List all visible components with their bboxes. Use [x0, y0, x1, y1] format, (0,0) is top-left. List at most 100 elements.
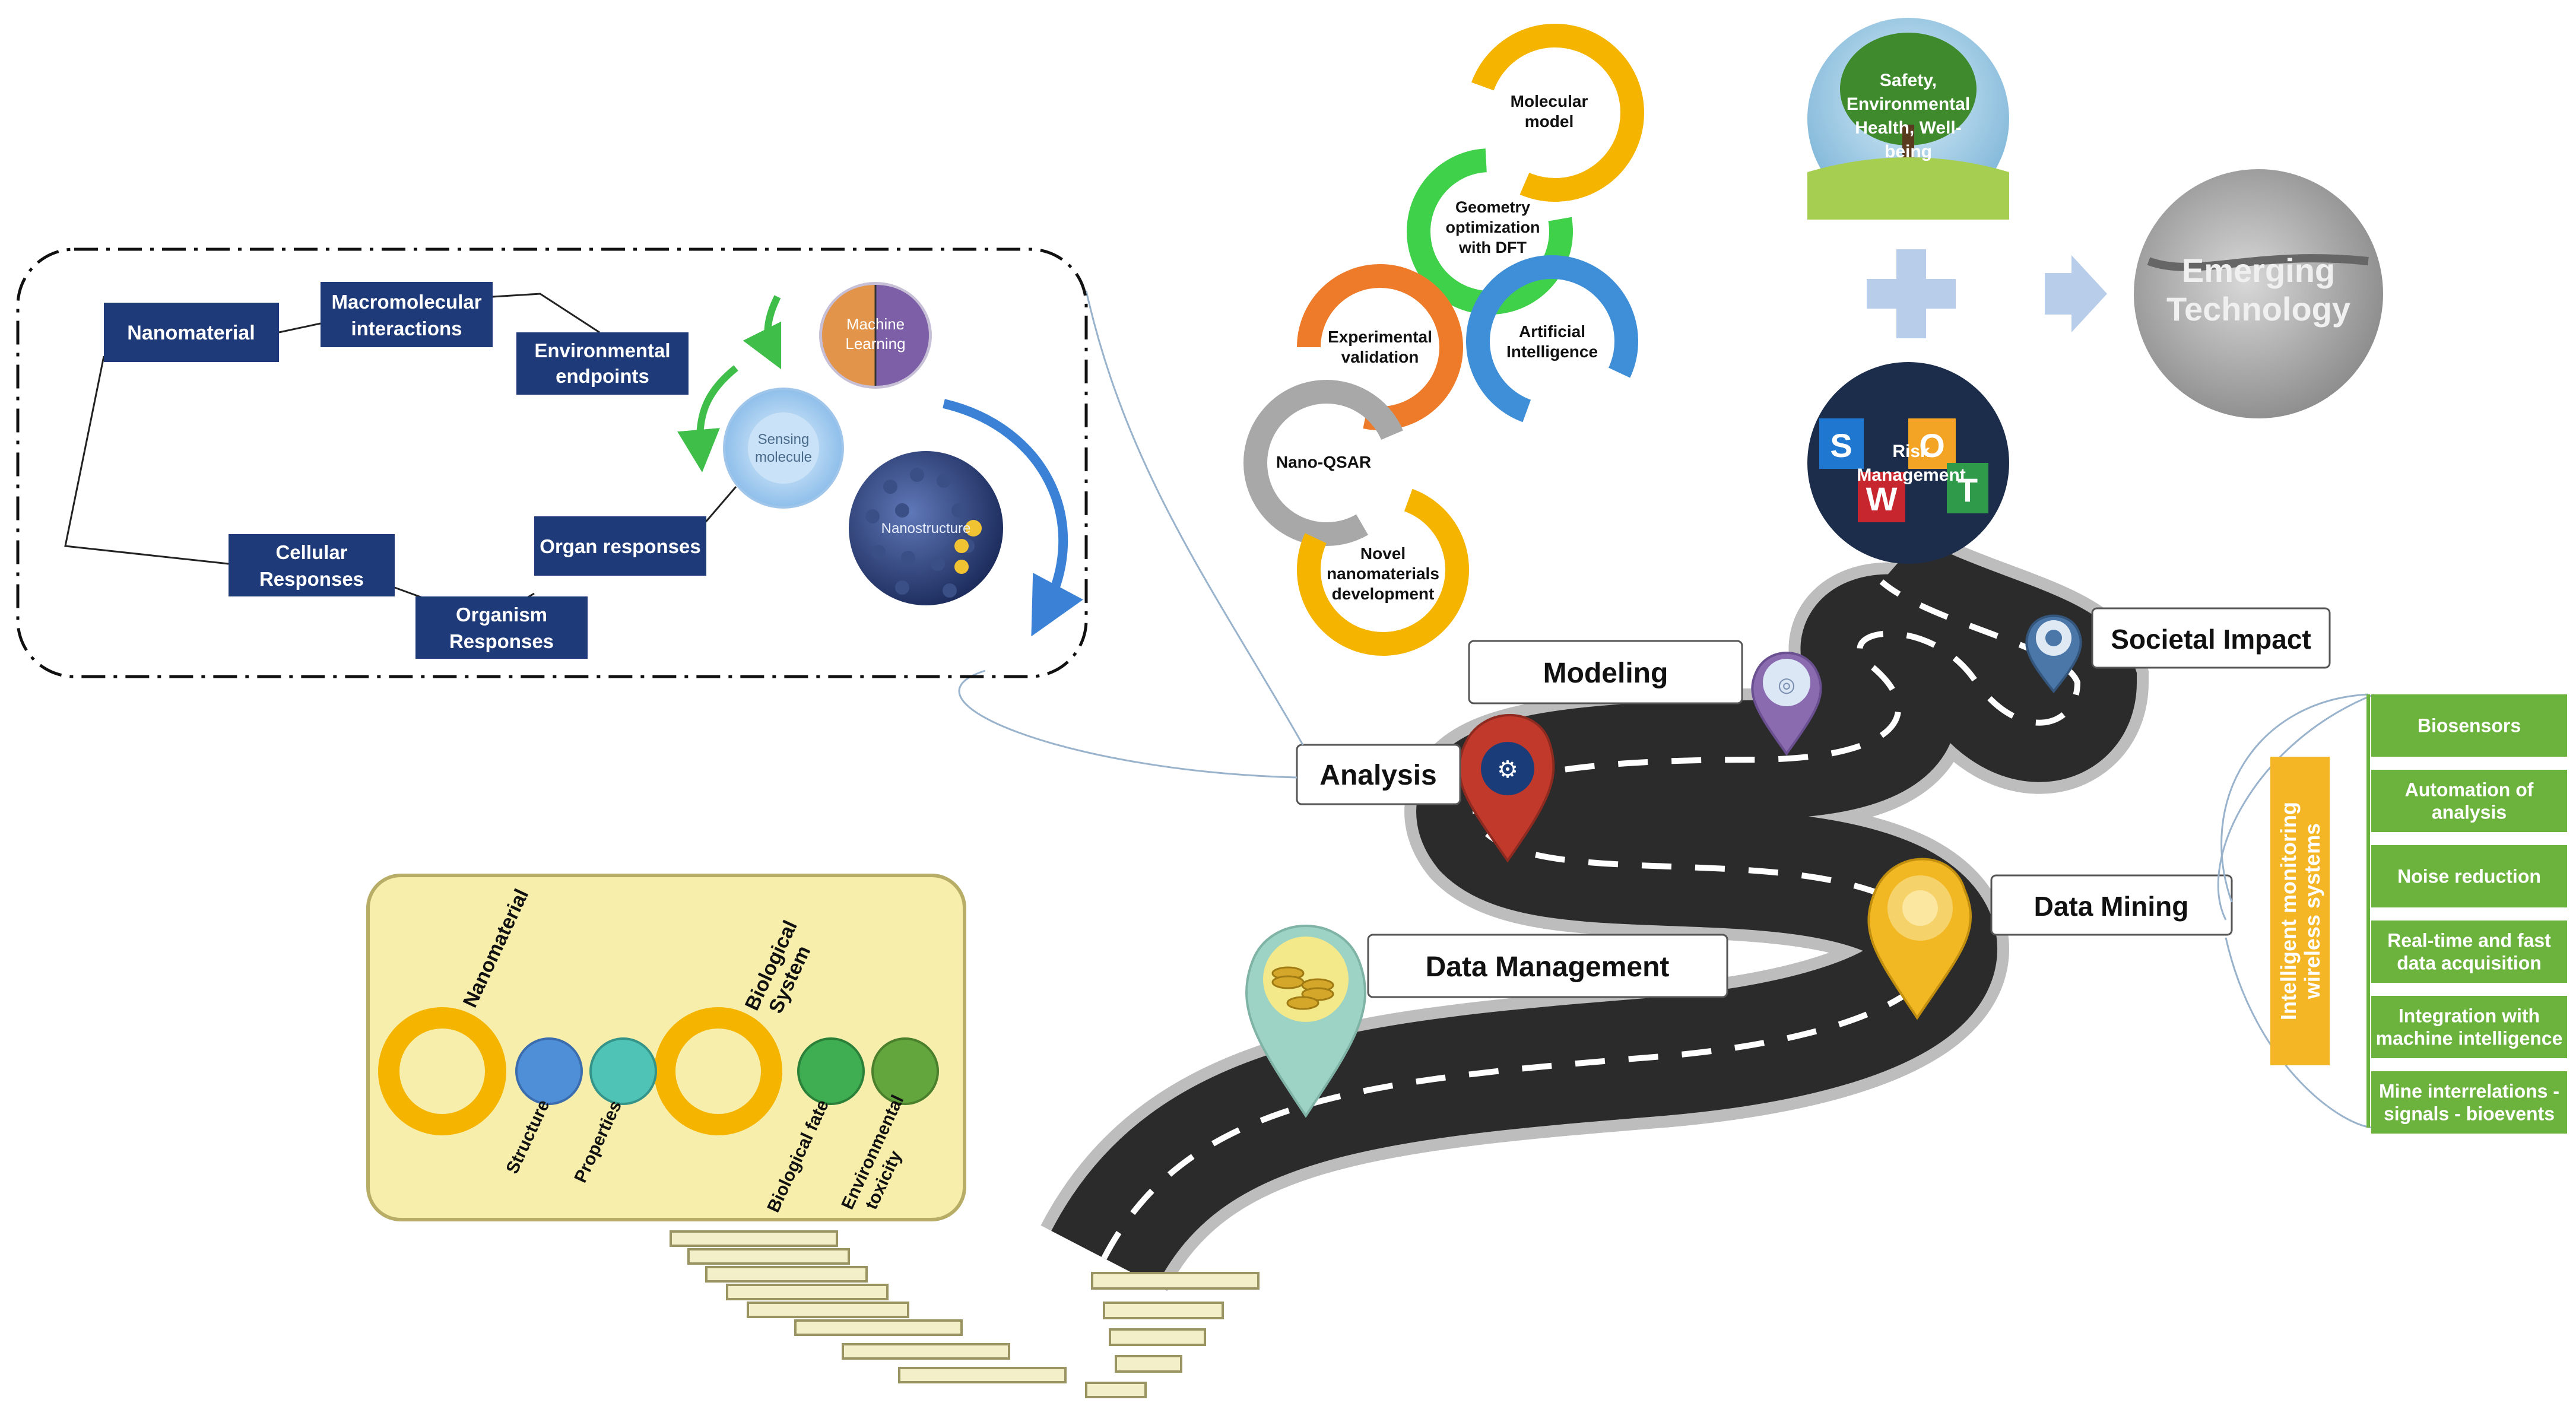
sensing-molecule-icon: Sensing molecule — [723, 388, 844, 509]
coins-icon — [1271, 966, 1334, 1010]
panel-arrow-green-top — [743, 295, 782, 370]
circle-properties — [589, 1037, 657, 1105]
radar-icon — [1902, 890, 1938, 926]
safety-line3: Health, Well- — [1855, 118, 1961, 138]
cycle-experimental-line2: validation — [1341, 348, 1419, 366]
marker-analysis: ⚙ — [1458, 714, 1555, 863]
box-cellular: Cellular Responses — [229, 534, 395, 596]
box-macromolecular-line2: interactions — [351, 318, 462, 339]
cycle-geometry-line3: with DFT — [1458, 239, 1527, 256]
emerging-line2: Technology — [2166, 290, 2350, 328]
box-organism: Organism Responses — [415, 596, 588, 659]
label-modeling: Modeling — [1468, 640, 1743, 704]
marker-societal-impact — [2025, 614, 2082, 694]
risk-line1: Risk — [1892, 442, 1930, 461]
data-mining-item-box — [2371, 694, 2567, 757]
data-mining-item-text: Mine interrelations - — [2379, 1081, 2559, 1102]
stage-analysis-text: Analysis — [1319, 760, 1436, 791]
risk-line2: Management — [1857, 465, 1965, 485]
sensing-label-line2: molecule — [755, 449, 812, 465]
chip-icon: ⚙ — [1497, 757, 1518, 783]
label-societal-impact: Societal Impact — [2091, 607, 2331, 669]
stairs-left — [670, 1230, 1147, 1398]
marker-modeling: ◎ — [1751, 652, 1822, 756]
label-data-management: Data Management — [1367, 934, 1728, 998]
box-cellular-line1: Cellular — [275, 541, 347, 563]
cycle-nano-qsar: Nano-QSAR — [1276, 453, 1371, 471]
brain-label-line2: Learning — [845, 335, 905, 353]
cycle-novel-line3: development — [1332, 585, 1435, 603]
cycle-novel-line2: nanomaterials — [1327, 564, 1439, 583]
data-mining-item-box — [2371, 770, 2567, 832]
circle-structure — [515, 1037, 583, 1105]
cycle-molecular-line1: Molecular — [1511, 92, 1588, 110]
data-mining-item-text: Integration with — [2399, 1005, 2540, 1027]
swot-t: T — [1958, 471, 1978, 509]
ring-biological-system — [654, 1007, 782, 1135]
data-mining-item-box — [2371, 996, 2567, 1058]
circle-environmental-toxicity — [871, 1037, 939, 1105]
brain-label-line1: Machine — [846, 315, 905, 333]
vertical-label-line2: wireless systems — [2300, 823, 2324, 999]
circle-biological-fate — [797, 1037, 865, 1105]
data-mining-item-text: Automation of — [2405, 779, 2534, 801]
data-mining-item-text: analysis — [2432, 802, 2507, 823]
emerging-technology-circle: Emerging Technology — [2134, 169, 2383, 418]
analysis-panel: Nanomaterial Macromolecular interactions… — [16, 247, 1088, 678]
arrow-right-icon — [2045, 255, 2107, 332]
plus-icon — [1867, 249, 1956, 338]
box-nanomaterial-text: Nanomaterial — [127, 322, 255, 344]
box-organism-line2: Responses — [449, 630, 554, 652]
emerging-line1: Emerging — [2182, 252, 2335, 289]
box-macromolecular-line1: Macromolecular — [331, 291, 481, 313]
label-data-mining: Data Mining — [1990, 874, 2233, 936]
box-nanomaterial: Nanomaterial — [104, 303, 279, 362]
brain-icon: Machine Learning — [819, 282, 932, 389]
stage-societal-impact-text: Societal Impact — [2111, 624, 2311, 655]
box-environmental-line1: Environmental — [534, 339, 670, 361]
box-cellular-line2: Responses — [259, 568, 364, 590]
vertical-label-line1: Intelligent monitoring — [2276, 802, 2301, 1020]
marker-data-mining — [1867, 858, 1972, 1020]
cycle-geometry-line1: Geometry — [1455, 198, 1530, 216]
swot-o: O — [1919, 427, 1945, 464]
label-analysis: Analysis — [1296, 744, 1461, 805]
stage-modeling-text: Modeling — [1543, 658, 1668, 689]
data-mining-item-box — [2371, 1071, 2567, 1134]
panel-arrow-green-left — [677, 365, 738, 472]
box-environmental: Environmental endpoints — [516, 332, 689, 395]
cycle-experimental-line1: Experimental — [1328, 328, 1432, 346]
modeling-cycle: Molecular model Geometry optimization wi… — [1243, 24, 1644, 656]
swot-w: W — [1866, 480, 1898, 518]
cycle-molecular-line2: model — [1525, 112, 1573, 131]
box-organism-line1: Organism — [456, 604, 547, 626]
data-mining-item-box — [2371, 921, 2567, 983]
data-mining-item-box — [2371, 845, 2567, 907]
globe-icon: ◎ — [1778, 674, 1795, 696]
data-management-panel: Nanomaterial Biological System Structure… — [366, 874, 966, 1221]
data-mining-item-text: signals - bioevents — [2384, 1103, 2555, 1125]
cycle-ai-line1: Artificial — [1519, 322, 1585, 341]
data-mining-item-text: machine intelligence — [2376, 1028, 2563, 1049]
data-mining-item-text: Real-time and fast — [2387, 930, 2551, 951]
cycle-geometry-line2: optimization — [1446, 218, 1540, 236]
stairs-right — [1091, 1272, 1260, 1373]
nanostructure-label: Nanostructure — [881, 520, 971, 537]
swot-circle: S O W T Risk Management — [1807, 362, 2009, 564]
cycle-ai-line2: Intelligence — [1506, 342, 1598, 361]
box-macromolecular: Macromolecular interactions — [321, 282, 493, 347]
cycle-novel-line1: Novel — [1360, 544, 1406, 563]
data-mining-item: Noise reduction — [2371, 845, 2567, 907]
sensor-icon — [2045, 630, 2062, 646]
data-mining-item: Biosensors — [2371, 694, 2567, 757]
data-mining-item-text: Noise reduction — [2397, 866, 2541, 887]
box-environmental-line2: endpoints — [556, 365, 649, 387]
stage-data-mining-text: Data Mining — [2034, 891, 2189, 922]
sensing-label-line1: Sensing — [758, 431, 810, 447]
safety-line1: Safety, — [1880, 71, 1937, 90]
data-mining-item-text: Biosensors — [2418, 715, 2521, 737]
